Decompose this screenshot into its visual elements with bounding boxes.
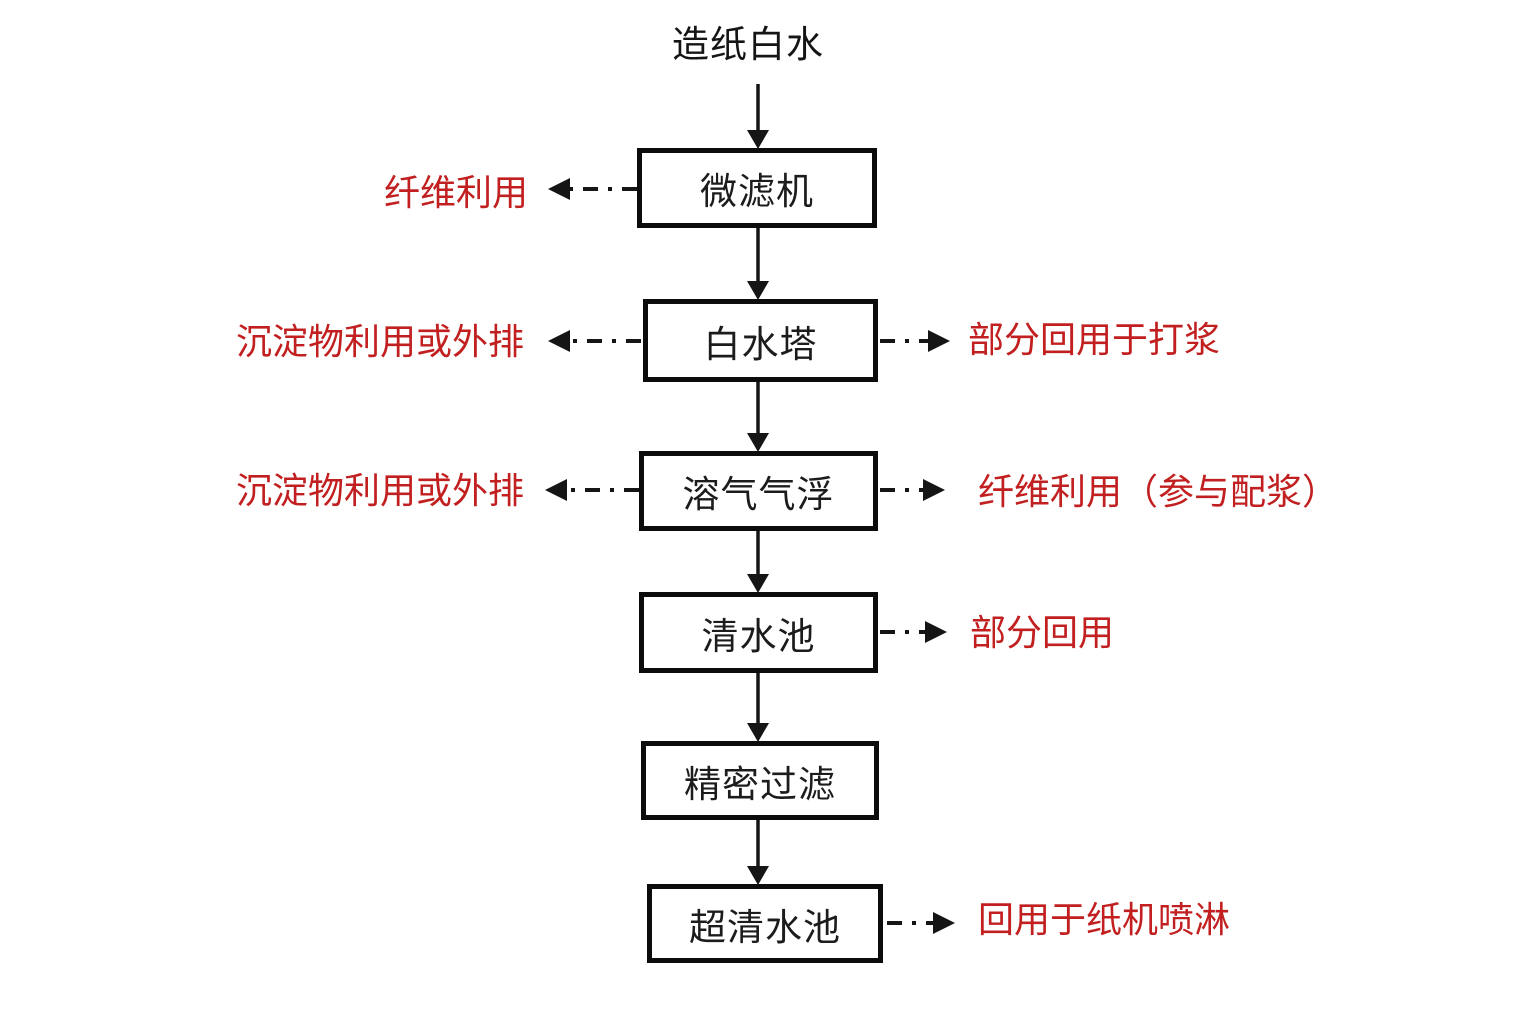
side-label-sediment-use-or-discharge-1: 沉淀物利用或外排 <box>236 322 525 362</box>
arrow-white-water-tower-to-dissolved-air-flotation <box>747 382 769 452</box>
arrow-dissolved-air-flotation-to-clear-water-tank <box>747 531 769 593</box>
node-box-microfilter: 微滤机 <box>637 148 877 228</box>
arrow-microfilter-to-white-water-tower <box>747 228 769 300</box>
side-label-fiber-use-pulp-blending: 纤维利用（参与配浆） <box>978 472 1339 512</box>
arrow-clear-water-tank-to-precision-filtration <box>747 673 769 742</box>
node-box-clear-water-tank: 清水池 <box>639 592 878 673</box>
dashed-arrow-right-ultra-clear-water-tank-to-spray-reuse <box>887 912 955 934</box>
flow-title: 造纸白水 <box>672 25 824 66</box>
dashed-arrow-left-microfilter-to-fiber-use <box>548 178 637 200</box>
dashed-arrow-left-white-water-tower-to-sediment <box>548 330 641 352</box>
dashed-arrow-right-white-water-tower-to-beating-reuse <box>880 330 950 352</box>
side-label-reuse-paper-machine-spray: 回用于纸机喷淋 <box>978 900 1231 940</box>
node-box-ultra-clear-water-tank: 超清水池 <box>647 884 883 963</box>
node-box-precision-filtration: 精密过滤 <box>641 741 879 820</box>
side-label-partial-reuse-for-beating: 部分回用于打浆 <box>968 320 1221 360</box>
side-label-partial-reuse: 部分回用 <box>970 613 1115 653</box>
node-box-dissolved-air-flotation: 溶气气浮 <box>639 451 878 531</box>
side-label-fiber-use: 纤维利用 <box>383 173 528 213</box>
arrow-title-to-microfilter <box>747 84 769 149</box>
side-label-sediment-use-or-discharge-2: 沉淀物利用或外排 <box>236 471 525 511</box>
dashed-arrow-left-dissolved-air-flotation-to-sediment <box>545 479 639 501</box>
arrow-precision-filtration-to-ultra-clear-water-tank <box>747 820 769 885</box>
dashed-arrow-right-clear-water-tank-to-partial-reuse <box>880 621 947 643</box>
node-box-white-water-tower: 白水塔 <box>643 299 878 382</box>
dashed-arrow-right-dissolved-air-flotation-to-fiber-use <box>880 479 945 501</box>
